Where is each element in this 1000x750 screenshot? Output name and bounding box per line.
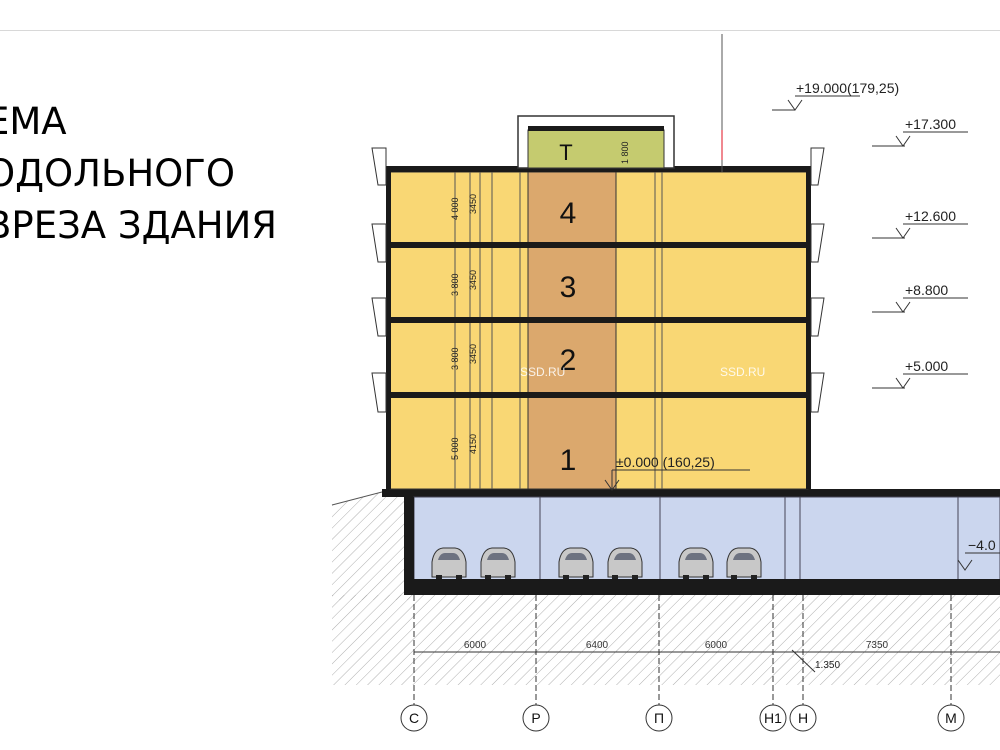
- axis-label-1: С: [409, 710, 419, 726]
- watermark-2: SSD.RU: [720, 365, 765, 379]
- height-clear-1: 4150: [468, 434, 478, 454]
- elev-l2: +5.000: [905, 358, 948, 374]
- elev-top: +19.000(179,25): [796, 80, 899, 96]
- parked-car-3: [558, 547, 594, 579]
- basement: [382, 489, 1000, 595]
- basement-floor-slab: [404, 579, 1000, 595]
- floor-label-3: 3: [560, 271, 577, 304]
- elev-l4: +12.600: [905, 208, 956, 224]
- tech-floor-label: Т: [559, 140, 572, 165]
- parked-car-5: [678, 547, 714, 579]
- axis-label-4: Н1: [764, 710, 782, 726]
- slide-title: ЕМА ОДОЛЬНОГО ВРЕЗА ЗДАНИЯ: [0, 96, 277, 252]
- basement-left-wall: [404, 497, 414, 589]
- grid-axes: [413, 595, 1000, 706]
- watermarks: SSD.RU SSD.RU: [520, 365, 765, 379]
- watermark-1: SSD.RU: [520, 365, 565, 379]
- axis-label-2: Р: [531, 710, 540, 726]
- height-clear-2: 3450: [468, 344, 478, 364]
- title-line-3: ВРЕЗА ЗДАНИЯ: [0, 204, 278, 247]
- floor-height-dims: 4 000 3450 3 800 3450 3 800 3450 5 000 4…: [450, 141, 630, 460]
- span-3: 6000: [705, 640, 728, 651]
- floor-label-2: 2: [560, 344, 577, 377]
- title-line-2: ОДОЛЬНОГО: [0, 152, 235, 195]
- basement-slab-top: [382, 489, 1000, 497]
- height-tech: 1 800: [620, 141, 630, 164]
- elev-l3: +8.800: [905, 282, 948, 298]
- core-column: [527, 171, 617, 490]
- parked-car-6: [726, 547, 762, 579]
- axis-label-6: М: [945, 710, 957, 726]
- span-1: 6000: [464, 640, 487, 651]
- height-total-1: 5 000: [450, 437, 460, 460]
- parked-car-1: [431, 547, 467, 579]
- soil: [331, 491, 1000, 685]
- span-4: 7350: [866, 640, 889, 651]
- slab-4: [378, 242, 812, 248]
- slab-roof: [378, 166, 812, 172]
- parked-car-4: [607, 547, 643, 579]
- parked-car-2: [480, 547, 516, 579]
- elev-foundation: 1.350: [815, 660, 840, 671]
- axis-label-3: П: [654, 710, 664, 726]
- span-2: 6400: [586, 640, 609, 651]
- slab-3: [378, 317, 812, 323]
- height-total-2: 3 800: [450, 347, 460, 370]
- tech-floor: [527, 129, 665, 169]
- elev-zero: ±0.000 (160,25): [616, 454, 715, 470]
- floor-label-4: 4: [560, 197, 577, 230]
- title-line-1: ЕМА: [0, 100, 67, 143]
- floor-labels: 4 3 2 1 Т: [559, 140, 576, 477]
- elev-basement: −4.0: [968, 537, 996, 553]
- axis-label-5: Н: [798, 710, 808, 726]
- axis-bubbles: С Р П Н1 Н М: [400, 704, 965, 732]
- building-floors: [371, 115, 825, 490]
- elevation-labels: +19.000(179,25) +17.300 +12.600 +8.800 +…: [616, 80, 996, 671]
- top-divider: [0, 30, 1000, 31]
- floor-label-1: 1: [560, 444, 577, 477]
- height-clear-3: 3450: [468, 270, 478, 290]
- height-clear-4: 3450: [468, 194, 478, 214]
- elev-roof: +17.300: [905, 116, 956, 132]
- slab-2: [378, 392, 812, 398]
- height-total-4: 4 000: [450, 197, 460, 220]
- span-dims: 6000 6400 6000 7350: [464, 640, 889, 651]
- elevation-markers: [604, 95, 1000, 571]
- height-total-3: 3 800: [450, 273, 460, 296]
